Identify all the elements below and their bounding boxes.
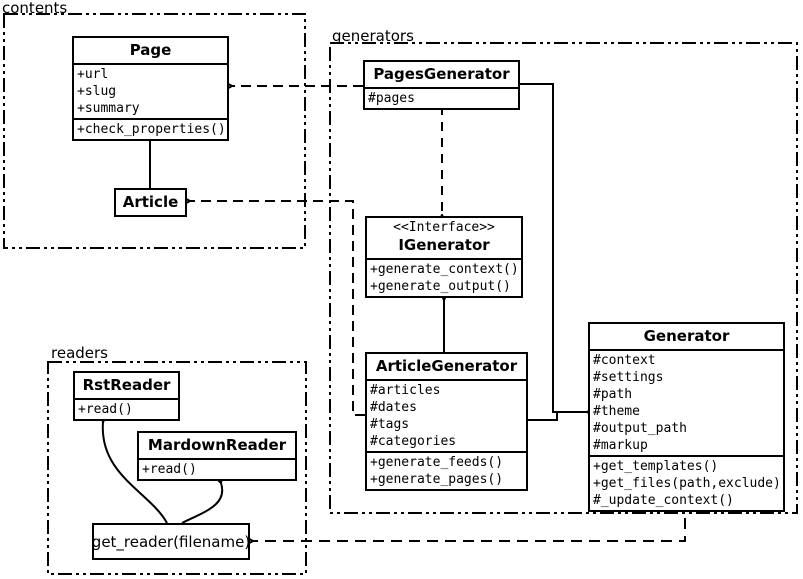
attribute: #settings	[593, 370, 664, 385]
package-label-generators: generators	[332, 27, 414, 45]
attribute: #markup	[593, 438, 648, 453]
class-title-mardownreader: MardownReader	[139, 433, 295, 460]
class-generator: Generator #context #settings #path #them…	[588, 322, 785, 512]
function-box-get-reader: get_reader(filename)	[92, 523, 250, 560]
class-title-page: Page	[74, 38, 227, 65]
igenerator-methods: +generate_context() +generate_output()	[367, 260, 521, 296]
attribute: +slug	[77, 84, 117, 99]
attribute: #tags	[370, 417, 410, 432]
method: +generate_feeds()	[370, 455, 504, 470]
attribute: #categories	[370, 434, 457, 449]
package-frame-readers	[47, 361, 307, 575]
generator-attributes: #context #settings #path #theme #output_…	[590, 351, 783, 457]
package-frame-contents	[3, 13, 306, 249]
attribute: #context	[593, 353, 656, 368]
method: +generate_output()	[370, 279, 511, 294]
get-reader-label: get_reader(filename)	[91, 532, 251, 551]
attribute: +url	[77, 67, 109, 82]
call-getreader-to-mardownreader	[181, 483, 222, 524]
method: #_update_context()	[593, 493, 734, 508]
package-label-contents: contents	[2, 0, 68, 17]
class-title-rstreader: RstReader	[75, 373, 178, 400]
class-page: Page +url +slug +summary +check_properti…	[72, 36, 229, 141]
attribute: #theme	[593, 404, 640, 419]
method: +get_templates()	[593, 459, 719, 474]
generalization-articlegenerator-to-generator	[527, 412, 558, 421]
package-frame-generators	[329, 42, 798, 514]
class-articlegenerator: ArticleGenerator #articles #dates #tags …	[365, 352, 528, 491]
class-pagesgenerator: PagesGenerator #pages	[363, 60, 520, 110]
method: +read()	[78, 402, 133, 417]
articlegenerator-methods: +generate_feeds() +generate_pages()	[367, 453, 526, 489]
attribute: #output_path	[593, 421, 687, 436]
attribute: +summary	[77, 101, 140, 116]
rstreader-methods: +read()	[75, 400, 178, 419]
call-getreader-to-rstreader	[103, 422, 168, 524]
mardownreader-methods: +read()	[139, 460, 295, 479]
generator-methods: +get_templates() +get_files(path,exclude…	[590, 457, 783, 510]
class-article: Article	[114, 188, 187, 217]
dependency-articlegenerator-to-article	[190, 201, 365, 416]
stereotype-interface: <<Interface>>	[393, 220, 495, 235]
class-title-articlegenerator: ArticleGenerator	[367, 354, 526, 381]
articlegenerator-attributes: #articles #dates #tags #categories	[367, 381, 526, 453]
dependency-generator-to-getreader	[253, 500, 686, 541]
generalization-pagesgenerator-to-generator	[520, 83, 587, 412]
method: +generate_pages()	[370, 472, 504, 487]
class-mardownreader: MardownReader +read()	[137, 431, 297, 481]
method: +generate_context()	[370, 262, 519, 277]
class-igenerator: <<Interface>> IGenerator +generate_conte…	[365, 216, 523, 298]
method: +check_properties()	[77, 122, 226, 137]
page-methods: +check_properties()	[74, 120, 227, 139]
class-rstreader: RstReader +read()	[73, 371, 180, 421]
attribute: #dates	[370, 400, 417, 415]
igenerator-header: <<Interface>> IGenerator	[367, 218, 521, 260]
class-title-pagesgenerator: PagesGenerator	[365, 62, 518, 89]
attribute: #path	[593, 387, 633, 402]
package-label-readers: readers	[51, 344, 108, 362]
attribute: #pages	[368, 91, 415, 106]
pagesgenerator-attributes: #pages	[365, 89, 518, 108]
page-attributes: +url +slug +summary	[74, 65, 227, 120]
class-title-igenerator: IGenerator	[398, 236, 490, 254]
method: +get_files(path,exclude)	[593, 476, 781, 491]
class-title-generator: Generator	[590, 324, 783, 351]
method: +read()	[142, 462, 197, 477]
class-title-article: Article	[122, 193, 179, 211]
attribute: #articles	[370, 383, 441, 398]
